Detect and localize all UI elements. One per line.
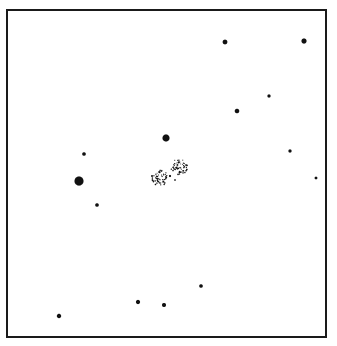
speckle	[179, 171, 181, 173]
speckle	[177, 160, 178, 161]
speckle	[160, 184, 161, 185]
speckle	[174, 165, 175, 166]
speckle-cluster	[171, 160, 188, 176]
speckle	[186, 167, 187, 168]
speckle	[183, 167, 184, 168]
speckle	[182, 160, 183, 161]
speckle	[159, 172, 160, 173]
speckle	[177, 174, 179, 176]
star-dot	[301, 38, 306, 43]
speckle	[176, 163, 177, 164]
speckle	[153, 175, 154, 176]
speckle	[153, 181, 154, 182]
speckle	[183, 165, 184, 166]
speckle	[165, 172, 166, 173]
speckle	[154, 180, 156, 182]
star-dot	[162, 303, 166, 307]
star-dot	[315, 177, 318, 180]
speckle	[183, 170, 184, 171]
star-dot	[235, 109, 240, 114]
speckle	[162, 181, 164, 183]
speckle	[160, 182, 161, 183]
speckle	[163, 174, 164, 175]
star-dot	[95, 203, 99, 207]
speckle	[182, 164, 183, 165]
star-dot	[169, 175, 171, 177]
star-dot	[82, 152, 86, 156]
speckle	[165, 176, 166, 177]
speckle	[156, 176, 157, 177]
speckle	[161, 174, 162, 175]
speckle	[178, 161, 180, 163]
speckle	[173, 168, 174, 169]
star-dot	[162, 134, 169, 141]
star-dot	[267, 94, 270, 97]
speckle	[159, 179, 160, 180]
speckle	[155, 174, 156, 175]
speckle	[156, 182, 157, 183]
star-dot	[223, 40, 228, 45]
star-dot	[74, 176, 83, 185]
star-dot	[199, 284, 203, 288]
speckle	[165, 174, 166, 175]
speckle	[183, 163, 184, 164]
speckle	[161, 176, 162, 177]
speckle	[163, 179, 164, 180]
speckle	[180, 168, 181, 169]
speckle	[171, 168, 172, 169]
speckle	[174, 163, 176, 165]
star-dots	[57, 38, 318, 318]
speckle	[152, 177, 154, 179]
speckle-cluster	[152, 170, 168, 186]
speckle	[161, 171, 162, 172]
speckle	[155, 184, 157, 186]
speckle	[184, 172, 186, 174]
speckle	[181, 169, 182, 170]
star-dot	[288, 149, 291, 152]
speckle	[186, 165, 188, 167]
speckle	[158, 181, 159, 182]
speckle	[174, 160, 175, 161]
star-dot	[151, 175, 153, 177]
speckle-clusters	[152, 160, 188, 186]
speckle	[176, 167, 177, 168]
speckle	[173, 166, 175, 168]
speckle	[177, 165, 178, 166]
speckle	[172, 170, 173, 171]
speckle	[165, 178, 166, 179]
speckle	[160, 170, 161, 171]
star-dot	[136, 300, 140, 304]
star-dot	[57, 314, 61, 318]
speckle	[163, 184, 164, 185]
speckle	[158, 175, 159, 176]
speckle	[186, 169, 188, 171]
speckle	[178, 160, 179, 161]
star-dot	[174, 179, 176, 181]
speckle	[164, 182, 166, 184]
speckle	[164, 179, 165, 180]
speckle	[179, 174, 180, 175]
speckle	[173, 164, 174, 165]
speckle	[157, 173, 158, 174]
speckle	[166, 178, 167, 179]
speckle	[178, 168, 179, 169]
speckle	[163, 174, 164, 175]
speckle	[186, 170, 187, 171]
speckle	[180, 163, 181, 164]
speckle	[156, 178, 157, 179]
speckle	[182, 172, 184, 174]
